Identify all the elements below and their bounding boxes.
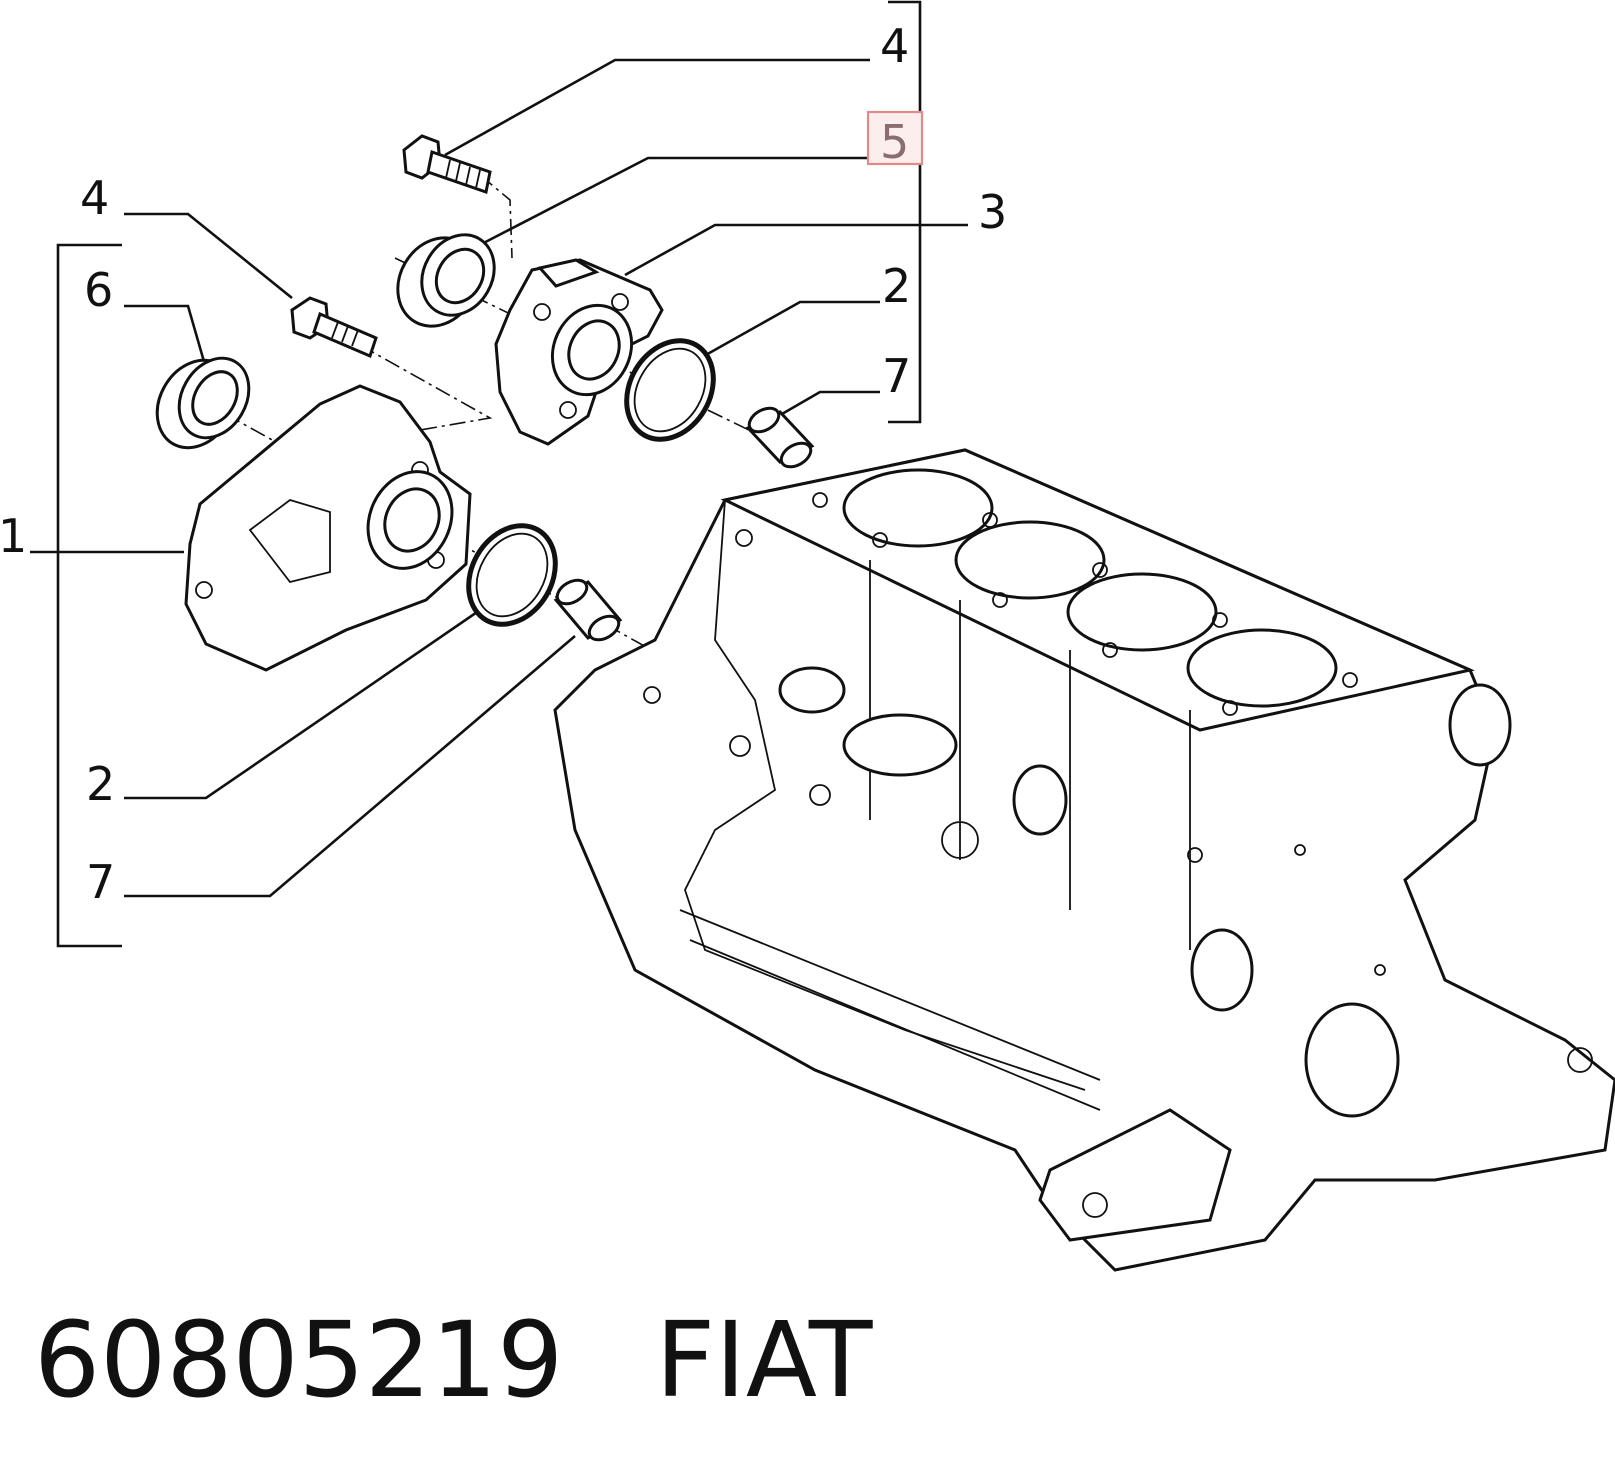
leader-lines	[30, 58, 968, 898]
part-number: 60805219	[34, 1299, 564, 1421]
callout-left-7: 7	[86, 855, 115, 909]
callout-top-5: 5	[880, 115, 909, 169]
callout-left-6: 6	[84, 263, 113, 317]
callout-top-3: 3	[978, 185, 1007, 239]
left-bolt	[290, 296, 378, 359]
upper-group-bracket	[888, 0, 922, 424]
callout-top-7: 7	[882, 349, 911, 403]
brand-name: FIAT	[655, 1299, 873, 1421]
callout-top-2: 2	[882, 259, 911, 313]
left-housing	[184, 384, 472, 672]
upper-seal	[396, 233, 496, 328]
engine-block	[553, 448, 1615, 1272]
left-o-ring	[466, 523, 558, 627]
upper-dowel	[745, 406, 815, 469]
callout-left-2: 2	[86, 757, 115, 811]
callout-top-4: 4	[880, 19, 909, 73]
highlight-box-5	[866, 110, 924, 166]
part-caption: 60805219 FIAT	[34, 1300, 872, 1420]
left-seal	[155, 356, 251, 450]
upper-o-ring	[624, 338, 716, 442]
left-dowel	[553, 578, 623, 642]
upper-bolt	[402, 134, 492, 194]
callout-left-1: 1	[0, 509, 27, 563]
left-group-bracket	[56, 243, 122, 948]
upper-housing	[494, 258, 664, 446]
callout-left-4: 4	[80, 171, 109, 225]
